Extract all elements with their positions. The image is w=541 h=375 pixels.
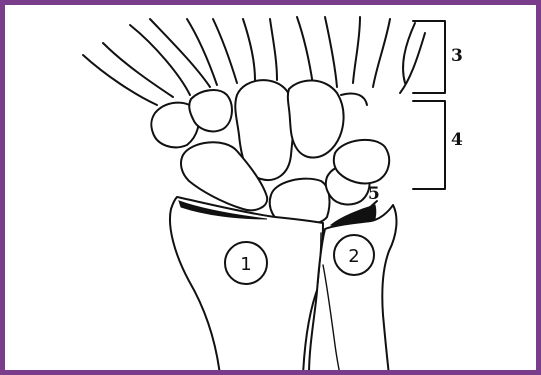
metacarpal-4 (243, 19, 277, 80)
label-1-text: 1 (240, 254, 251, 275)
bracket-4 (413, 101, 445, 189)
metacarpal-7 (400, 23, 425, 93)
label-3-text: 3 (451, 46, 463, 66)
label-2-text: 2 (348, 246, 359, 267)
label-5-text: 5 (368, 184, 380, 204)
radius-bone (170, 197, 323, 375)
hamate-hook (341, 93, 367, 105)
metacarpal-6 (353, 17, 390, 87)
pisiform (334, 140, 389, 184)
wrist-anatomy-diagram: 1 2 3 4 5 (5, 5, 541, 375)
label-4-text: 4 (451, 130, 463, 150)
metacarpal-2 (130, 19, 210, 95)
hamate (288, 80, 344, 157)
metacarpal-5 (297, 17, 337, 87)
metacarpal-3 (187, 19, 237, 85)
